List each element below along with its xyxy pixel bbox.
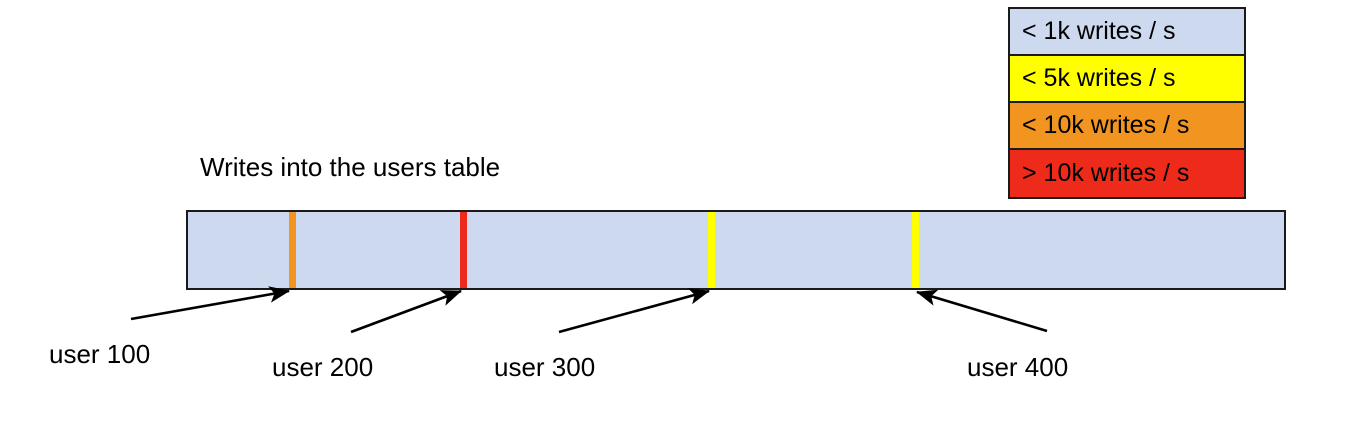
hotspot-stripe-user-200 (459, 212, 467, 288)
arrow-user-200 (350, 289, 462, 334)
legend: < 1k writes / s < 5k writes / s < 10k wr… (1008, 7, 1246, 199)
hotspot-stripe-user-300 (708, 212, 716, 288)
marker-label-user-300: user 300 (494, 352, 596, 382)
users-table-keyspace-bar (186, 210, 1286, 290)
arrow-user-400 (916, 289, 1048, 333)
legend-item-lt-10k: < 10k writes / s (1010, 103, 1244, 150)
marker-label-user-400: user 400 (967, 352, 1069, 382)
arrow-user-100 (130, 286, 291, 321)
arrow-user-300 (558, 288, 711, 334)
hotspot-stripe-user-100 (289, 212, 296, 288)
legend-item-lt-5k: < 5k writes / s (1010, 56, 1244, 103)
legend-item-label: > 10k writes / s (1022, 159, 1190, 187)
legend-item-gt-10k: > 10k writes / s (1010, 150, 1244, 197)
marker-label-user-200: user 200 (272, 352, 374, 382)
chart-title: Writes into the users table (200, 152, 501, 182)
marker-label-user-100: user 100 (49, 339, 151, 369)
legend-item-label: < 10k writes / s (1022, 111, 1190, 139)
legend-item-lt-1k: < 1k writes / s (1010, 9, 1244, 56)
hotspot-stripe-user-400 (911, 212, 919, 288)
legend-item-label: < 1k writes / s (1022, 17, 1176, 45)
legend-item-label: < 5k writes / s (1022, 64, 1176, 92)
